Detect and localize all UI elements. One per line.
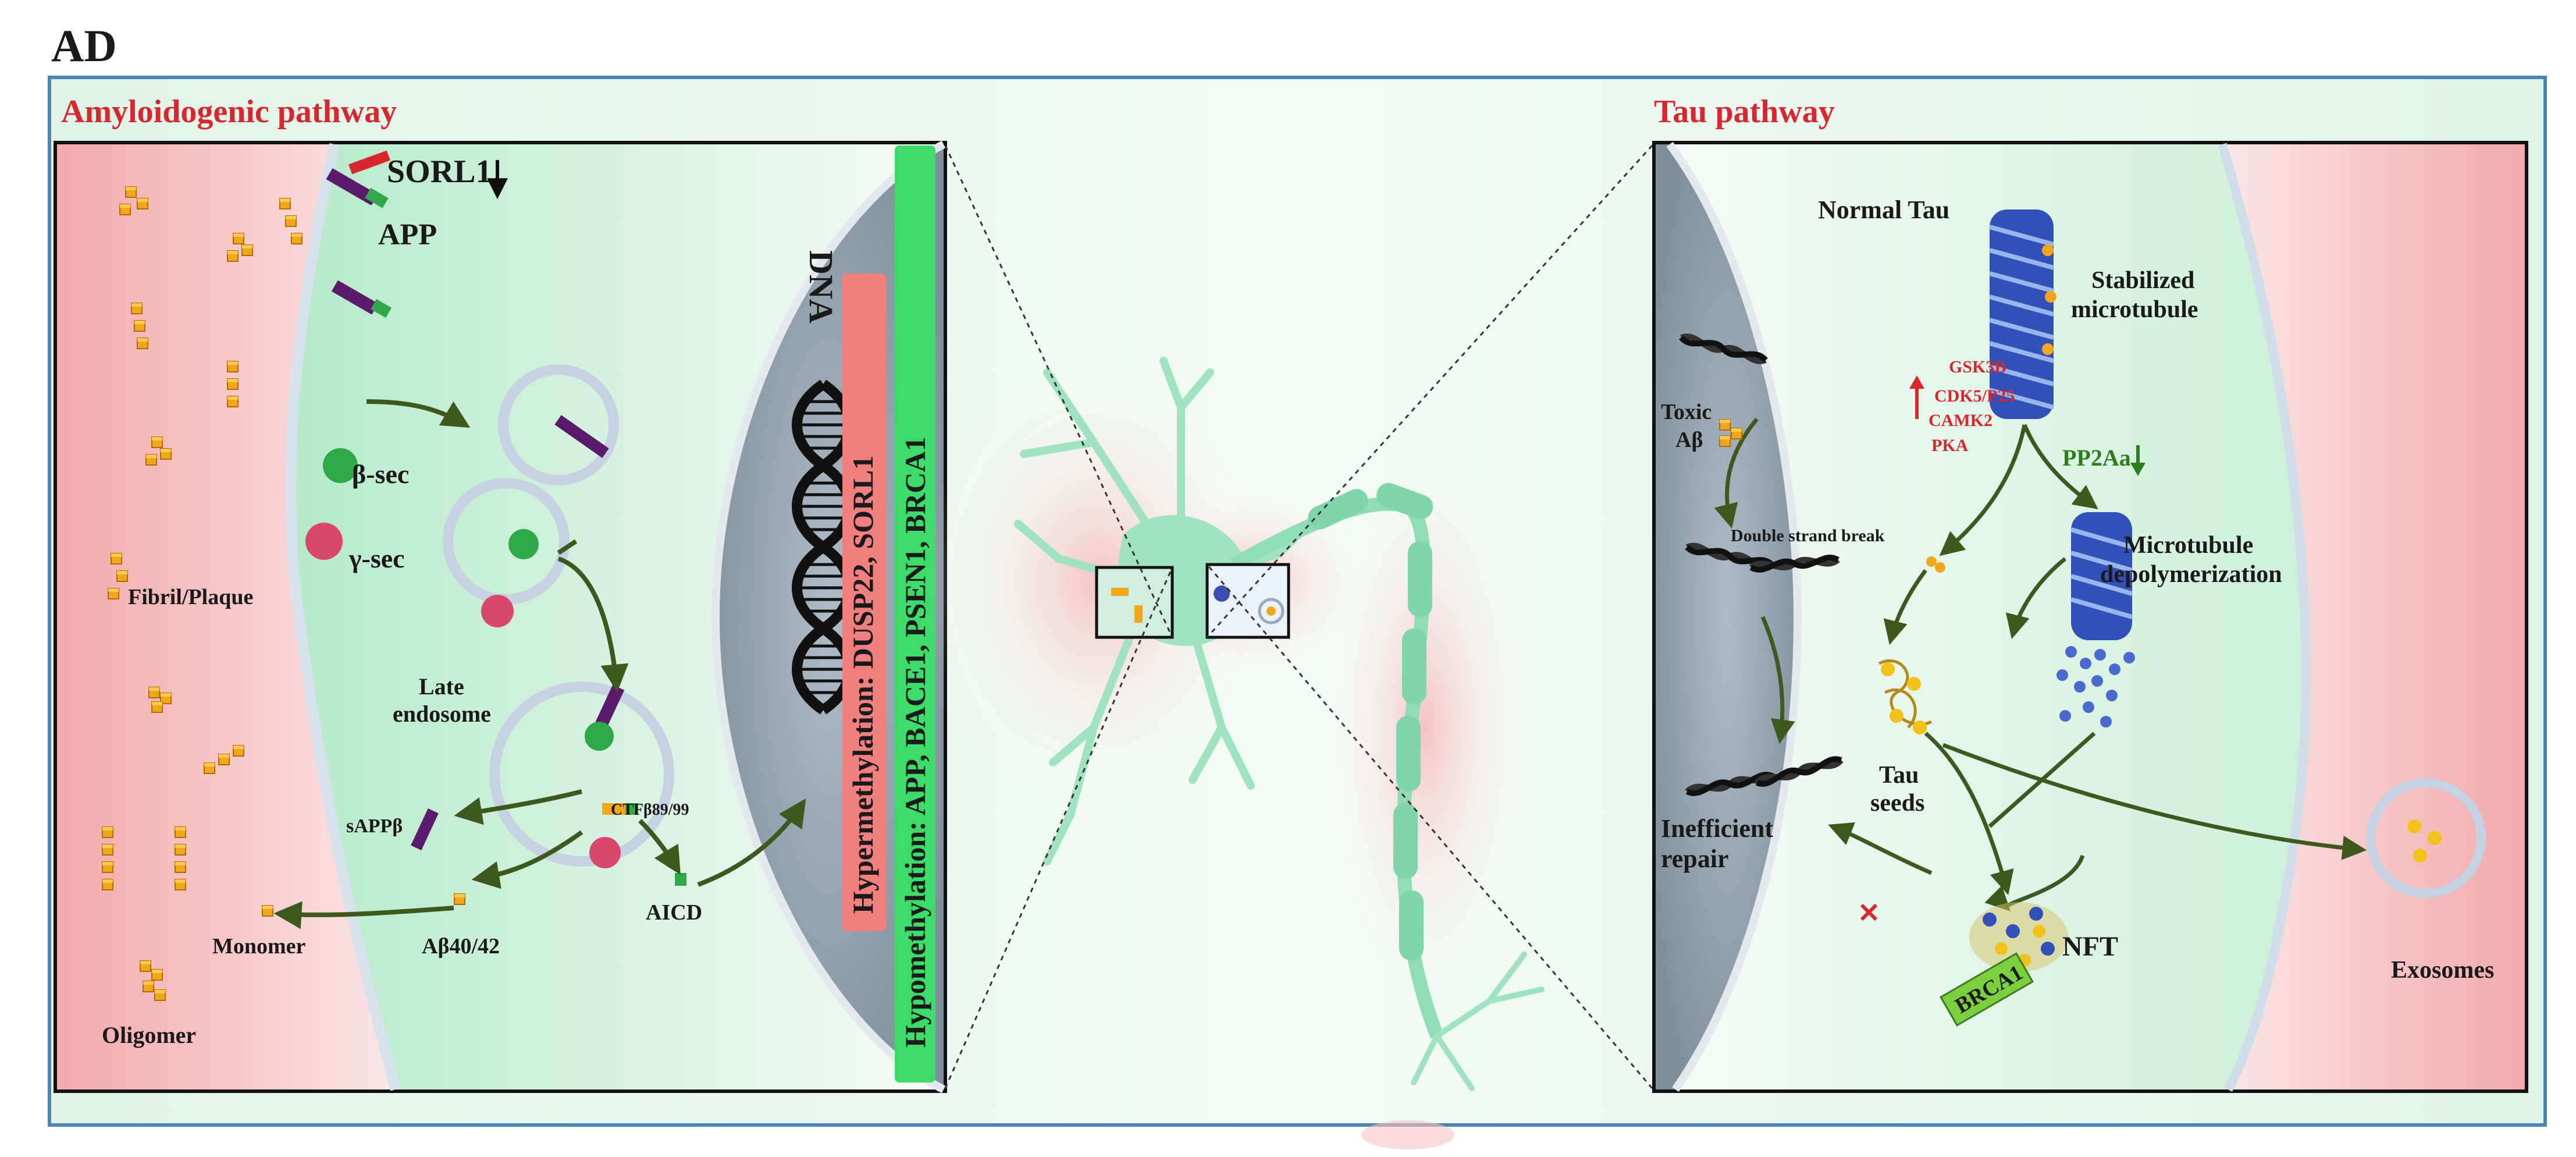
fibril-label: Fibril/Plaque	[128, 585, 253, 609]
camk2-label: CAMK2	[1929, 411, 1993, 430]
dna-label: DNA	[802, 250, 840, 324]
tau-panel: BRCA1 Normal Tau Stabilized microtubule …	[1652, 141, 2528, 1093]
mt-depoly-label-1: Microtubule	[2123, 532, 2253, 559]
tau-seeds-label-2: seeds	[1870, 790, 1924, 817]
sorl1-label: SORL1	[387, 154, 492, 190]
app-label: APP	[378, 218, 437, 251]
amyloid-title: Amyloidogenic pathway	[61, 94, 397, 130]
late-endosome-label-2: endosome	[393, 701, 491, 727]
exosome-vesicle	[2366, 778, 2486, 898]
zoom-box-left	[1095, 566, 1174, 639]
tau-title: Tau pathway	[1654, 94, 1835, 130]
hypermethylation-box	[842, 274, 886, 931]
dsb-label: Double strand break	[1731, 526, 1885, 545]
aicd-label: AICD	[646, 900, 702, 925]
amyloid-panel: SORL1 APP β-sec γ-sec Fibril/Plaque Late…	[54, 140, 947, 1094]
toxic-label-2: Aβ	[1675, 428, 1703, 452]
nft-cluster	[1969, 902, 2068, 972]
tau-seeds-label-1: Tau	[1879, 762, 1919, 789]
normal-tau-label: Normal Tau	[1818, 196, 1949, 224]
oligomer-label: Oligomer	[102, 1022, 196, 1048]
beta-sec-label: β-sec	[352, 459, 409, 489]
pp2aa-label: PP2Aa	[2062, 445, 2131, 471]
stabilized-label-2: microtubule	[2071, 296, 2198, 323]
exosomes-label: Exosomes	[2391, 957, 2494, 984]
stabilized-label-1: Stabilized	[2091, 267, 2194, 294]
sappb-label: sAPPβ	[346, 815, 403, 837]
hypomethylation-box	[895, 145, 935, 1083]
figure-tag: AD	[51, 20, 117, 71]
microtubule-depolymerizing	[2056, 512, 2135, 727]
neuron-illustration	[925, 144, 1653, 1091]
hypomethylation-label: Hypomethylation: APP, BACE1, PSEN1, BRCA…	[899, 436, 931, 1048]
ctf-label: CTFβ89/99	[611, 801, 689, 819]
nft-label: NFT	[2062, 931, 2118, 962]
microtubule-stable	[1988, 210, 2056, 419]
pka-label: PKA	[1931, 436, 1969, 455]
hypermethylation-label: Hypermethylation: DUSP22, SORL1	[846, 456, 879, 914]
abeta-label: Aβ40/42	[422, 934, 500, 959]
monomer-label: Monomer	[212, 934, 306, 959]
cdk5-label: CDK5/P25	[1934, 386, 2015, 406]
mt-depoly-label-2: depolymerization	[2100, 561, 2282, 588]
gamma-sec-label: γ-sec	[348, 544, 405, 573]
inefficient-label-2: repair	[1661, 844, 1729, 873]
gsk3b-label: GSK3B	[1949, 357, 2006, 377]
toxic-label-1: Toxic	[1661, 400, 1712, 424]
late-endosome-label-1: Late	[419, 673, 464, 700]
inefficient-label-1: Inefficient	[1661, 814, 1773, 843]
tau-seeds-cluster	[1878, 659, 1933, 729]
